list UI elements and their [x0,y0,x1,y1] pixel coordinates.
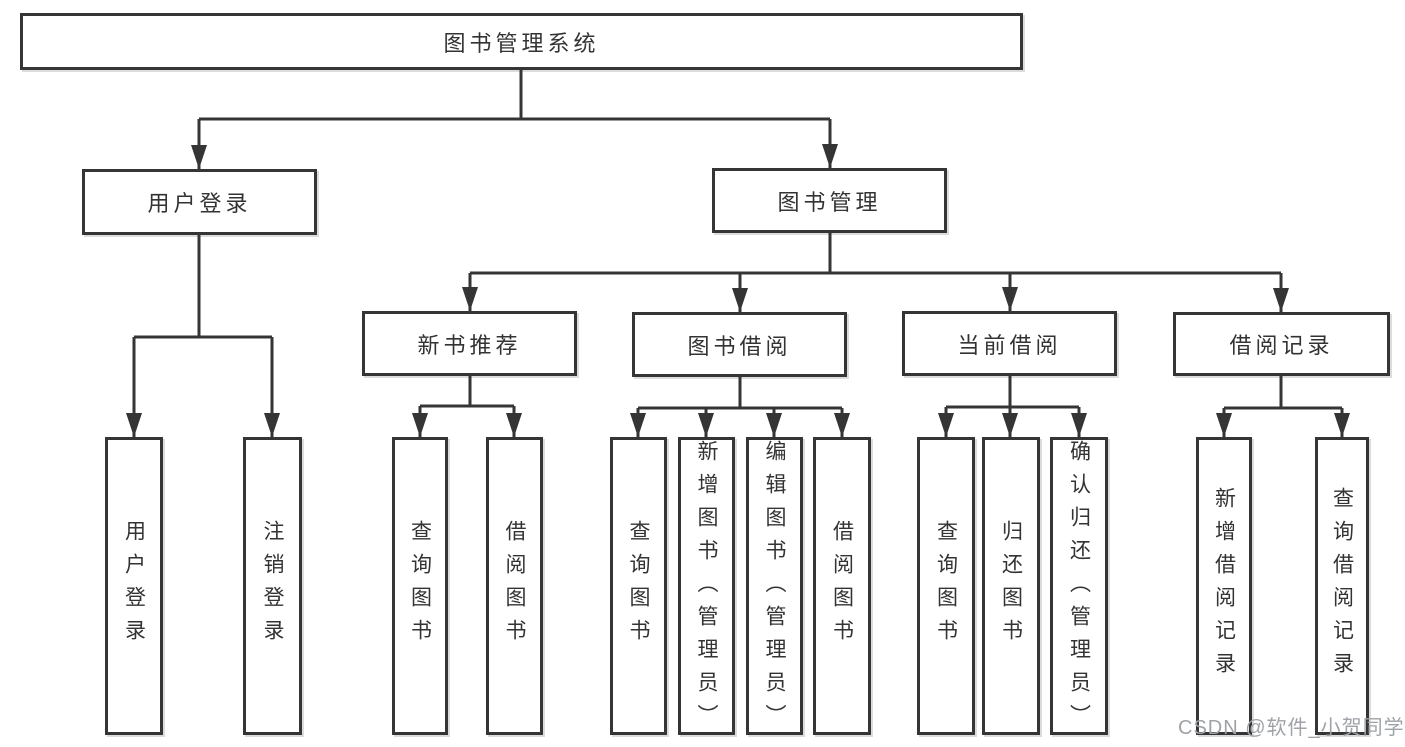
node-book-borrowing: 图书借阅 [632,312,847,377]
leaf-label: 编辑图书（管理员） [763,440,786,737]
node-borrowing-records: 借阅记录 [1173,312,1390,376]
node-user-login: 用户登录 [82,169,317,235]
leaf-logout: 注销登录 [243,437,302,735]
node-book-management: 图书管理 [712,168,947,233]
leaf-label: 确认归还（管理员） [1067,440,1091,737]
leaf-label: 借阅图书 [503,520,526,652]
leaf-bb-query-books: 查询图书 [610,437,667,735]
leaf-cb-confirm-return-admin: 确认归还（管理员） [1050,437,1108,737]
leaf-br-add-borrow-record: 新增借阅记录 [1196,437,1252,735]
leaf-label: 查询图书 [934,520,958,652]
node-label: 新书推荐 [417,332,522,358]
node-library-system: 图书管理系统 [20,13,1023,70]
connector-current-borrowing-trunk [946,376,1079,409]
leaf-label: 归还图书 [999,520,1023,652]
node-label: 图书借阅 [687,333,792,359]
node-label: 借阅记录 [1229,333,1334,358]
node-new-book-recommendation: 新书推荐 [362,311,577,376]
leaf-nb-query-books: 查询图书 [392,437,448,735]
leaf-label: 用户登录 [122,520,146,652]
leaf-label: 查询图书 [408,520,432,652]
connector-book-borrowing-trunk [638,377,842,410]
leaf-bb-add-book-admin: 新增图书（管理员） [678,437,735,737]
csdn-watermark: CSDN @软件_小贺同学 [1178,717,1405,739]
leaf-label: 注销登录 [261,520,284,652]
leaf-bb-edit-book-admin: 编辑图书（管理员） [746,437,803,737]
leaf-label: 查询图书 [627,520,650,652]
leaf-label: 查询借阅记录 [1330,487,1354,685]
leaf-label: 新增借阅记录 [1212,487,1236,685]
connector-new-book-trunk [420,376,514,408]
connector-user-login-trunk [134,235,272,339]
connector-book-management-trunk [470,233,1281,275]
node-label: 图书管理系统 [443,30,600,56]
leaf-user-login: 用户登录 [105,437,163,735]
connector-borrowing-records-trunk [1224,376,1342,410]
leaf-cb-query-books: 查询图书 [917,437,975,735]
node-label: 用户登录 [147,191,252,216]
leaf-label: 借阅图书 [830,520,854,652]
leaf-bb-borrow-books: 借阅图书 [813,437,871,735]
node-current-borrowing: 当前借阅 [902,311,1117,376]
node-label: 图书管理 [777,189,882,215]
connector-root-trunk [199,70,830,121]
leaf-cb-return-books: 归还图书 [982,437,1040,735]
node-label: 当前借阅 [957,332,1062,358]
leaf-nb-borrow-books: 借阅图书 [486,437,543,735]
leaf-br-query-borrow-record: 查询借阅记录 [1315,437,1369,735]
leaf-label: 新增图书（管理员） [695,440,718,737]
